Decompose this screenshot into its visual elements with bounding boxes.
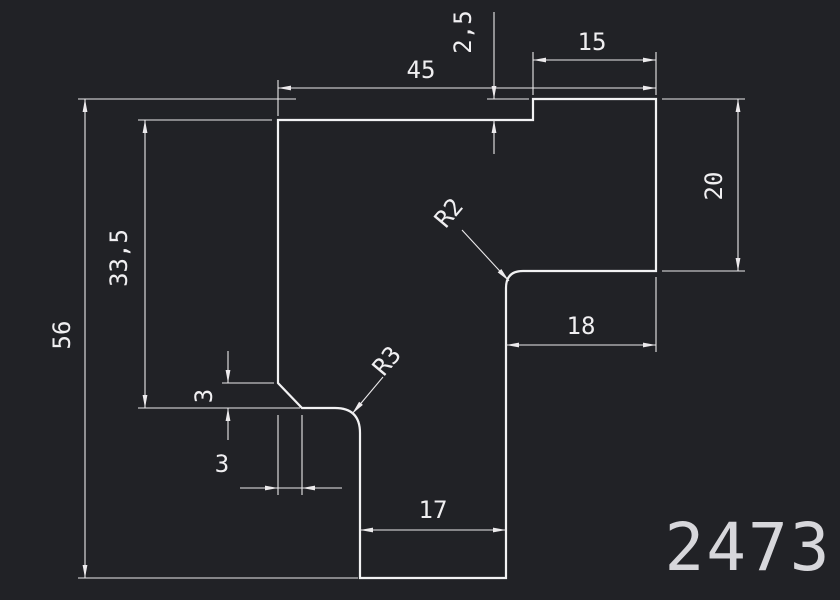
dim-right-flange-width: 18 bbox=[506, 277, 657, 352]
arrowhead-down-icon bbox=[225, 370, 231, 383]
arrowhead-up-icon bbox=[735, 99, 741, 112]
arrowhead-up-icon bbox=[491, 120, 497, 133]
dim-chamfer-height: 3 bbox=[190, 351, 274, 440]
dim-bottom-leg-width: 17 bbox=[360, 496, 506, 533]
dim-label-20: 20 bbox=[700, 172, 728, 201]
dim-label-56: 56 bbox=[48, 321, 76, 350]
arrowhead-left-icon bbox=[506, 342, 519, 348]
dim-right-flange-height: 20 bbox=[662, 98, 745, 272]
arrowhead-right-icon bbox=[493, 527, 506, 533]
arrowhead-left-icon bbox=[533, 57, 546, 63]
dim-top-tab-width: 15 bbox=[532, 28, 656, 95]
arrowhead-left-icon bbox=[360, 527, 373, 533]
dim-upper-left-height: 33,5 bbox=[105, 119, 300, 409]
part-number: 2473 bbox=[665, 509, 832, 586]
dim-label-r2: R2 bbox=[429, 193, 469, 233]
arrowhead-down-icon bbox=[142, 395, 148, 408]
profile-outline bbox=[276, 97, 658, 580]
arrowhead-left-icon bbox=[278, 85, 291, 91]
dim-label-15: 15 bbox=[578, 28, 607, 56]
dim-label-2-5: 2,5 bbox=[449, 10, 477, 53]
arrowhead-down-icon bbox=[735, 258, 741, 271]
dim-label-45: 45 bbox=[407, 56, 436, 84]
dim-label-3-vertical: 3 bbox=[190, 389, 218, 403]
arrowhead-down-icon bbox=[491, 86, 497, 99]
profile-path bbox=[276, 97, 658, 580]
arrowhead-up-icon bbox=[225, 408, 231, 421]
dim-overall-height: 56 bbox=[48, 98, 358, 579]
dim-top-step: 2,5 bbox=[449, 10, 529, 154]
dim-label-r3: R3 bbox=[367, 341, 407, 381]
arrowhead-leader-icon bbox=[497, 269, 509, 281]
dim-radius-r3: R3 bbox=[351, 341, 407, 415]
arrowhead-up-icon bbox=[142, 120, 148, 133]
dim-radius-r2: R2 bbox=[429, 193, 510, 282]
arrowhead-right-icon bbox=[643, 85, 656, 91]
arrowhead-down-icon bbox=[82, 565, 88, 578]
arrowhead-right-icon bbox=[643, 342, 656, 348]
dim-label-33-5: 33,5 bbox=[105, 229, 133, 287]
dim-chamfer-width: 3 bbox=[215, 415, 342, 495]
dim-label-18: 18 bbox=[567, 312, 596, 340]
arrowhead-up-icon bbox=[82, 99, 88, 112]
arrowhead-right-icon bbox=[643, 57, 656, 63]
arrowhead-leader-icon bbox=[352, 401, 363, 414]
dim-label-3-horizontal: 3 bbox=[215, 450, 229, 478]
dim-label-17: 17 bbox=[419, 496, 448, 524]
arrowhead-left-icon bbox=[302, 485, 315, 491]
arrowhead-right-icon bbox=[265, 485, 278, 491]
dim-overall-width: 45 bbox=[277, 52, 657, 116]
